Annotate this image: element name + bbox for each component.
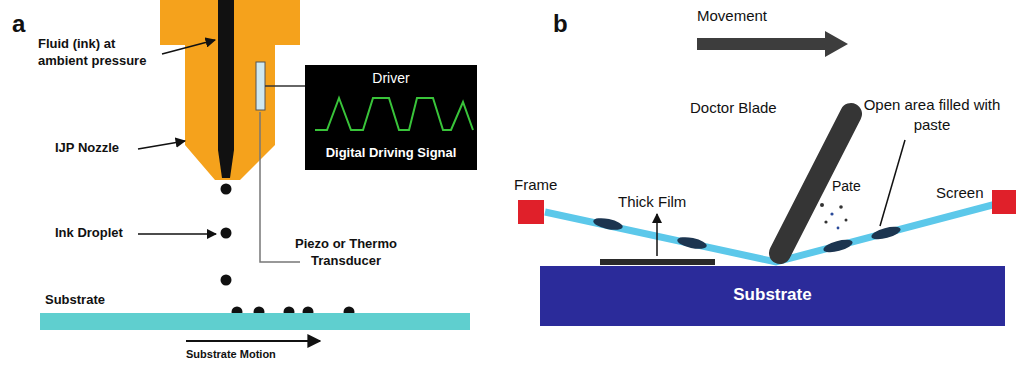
transducer (256, 62, 265, 110)
substrate-block: Substrate (540, 266, 1005, 326)
part-label: Ink Droplet (55, 225, 123, 242)
ink-droplet (221, 184, 232, 195)
panel-letter: b (553, 8, 568, 39)
part-label: Fluid (ink) at ambient pressure (38, 36, 163, 70)
substrate-label: Substrate (540, 285, 1005, 305)
part-label: Piezo or Thermo Transducer (280, 236, 412, 270)
substrate-bar: Substrate (40, 313, 470, 330)
paste-dot (839, 205, 843, 209)
paste-dot (837, 227, 840, 230)
paste-cell (822, 237, 854, 254)
motion-label: Movement (697, 6, 767, 26)
frame (992, 190, 1016, 214)
driving-signal (305, 92, 477, 136)
driver-signal-label: Digital Driving Signal (305, 145, 477, 160)
substrate-label: Substrate (45, 292, 105, 307)
panel-letter: a (12, 8, 25, 39)
leader-arrow (162, 40, 215, 54)
leader-arrow (656, 214, 658, 256)
paste-dot (845, 219, 848, 222)
motion-label: Substrate Motion (186, 347, 276, 361)
part-label: Pate (832, 177, 861, 195)
paste-dot (830, 212, 833, 215)
paste-dot (824, 220, 827, 223)
part-label: IJP Nozzle (55, 140, 119, 157)
paste-cell (676, 235, 707, 251)
thick-film (600, 259, 715, 265)
leader-arrow (138, 141, 185, 149)
leader-line (260, 112, 300, 262)
driver-title: Driver (305, 70, 477, 86)
ink-droplet (221, 228, 232, 239)
leader-arrow (138, 233, 216, 235)
movement-arrow (697, 31, 848, 57)
frame (518, 200, 544, 224)
ink-droplet (221, 275, 232, 286)
motion-arrow (186, 340, 320, 342)
ijp-nozzle (160, 0, 300, 180)
leader-line (880, 140, 905, 226)
part-label: Doctor Blade (690, 98, 777, 118)
part-label: Thick Film (618, 192, 686, 212)
paste-cell (592, 216, 623, 232)
paste-cell (870, 224, 902, 241)
ink-channel (218, 0, 234, 178)
part-label: Screen (936, 183, 984, 203)
part-label: Open area filled with paste (862, 95, 1002, 134)
paste-dot (820, 203, 824, 207)
driver-wire (265, 85, 306, 87)
part-label: Frame (514, 175, 557, 195)
